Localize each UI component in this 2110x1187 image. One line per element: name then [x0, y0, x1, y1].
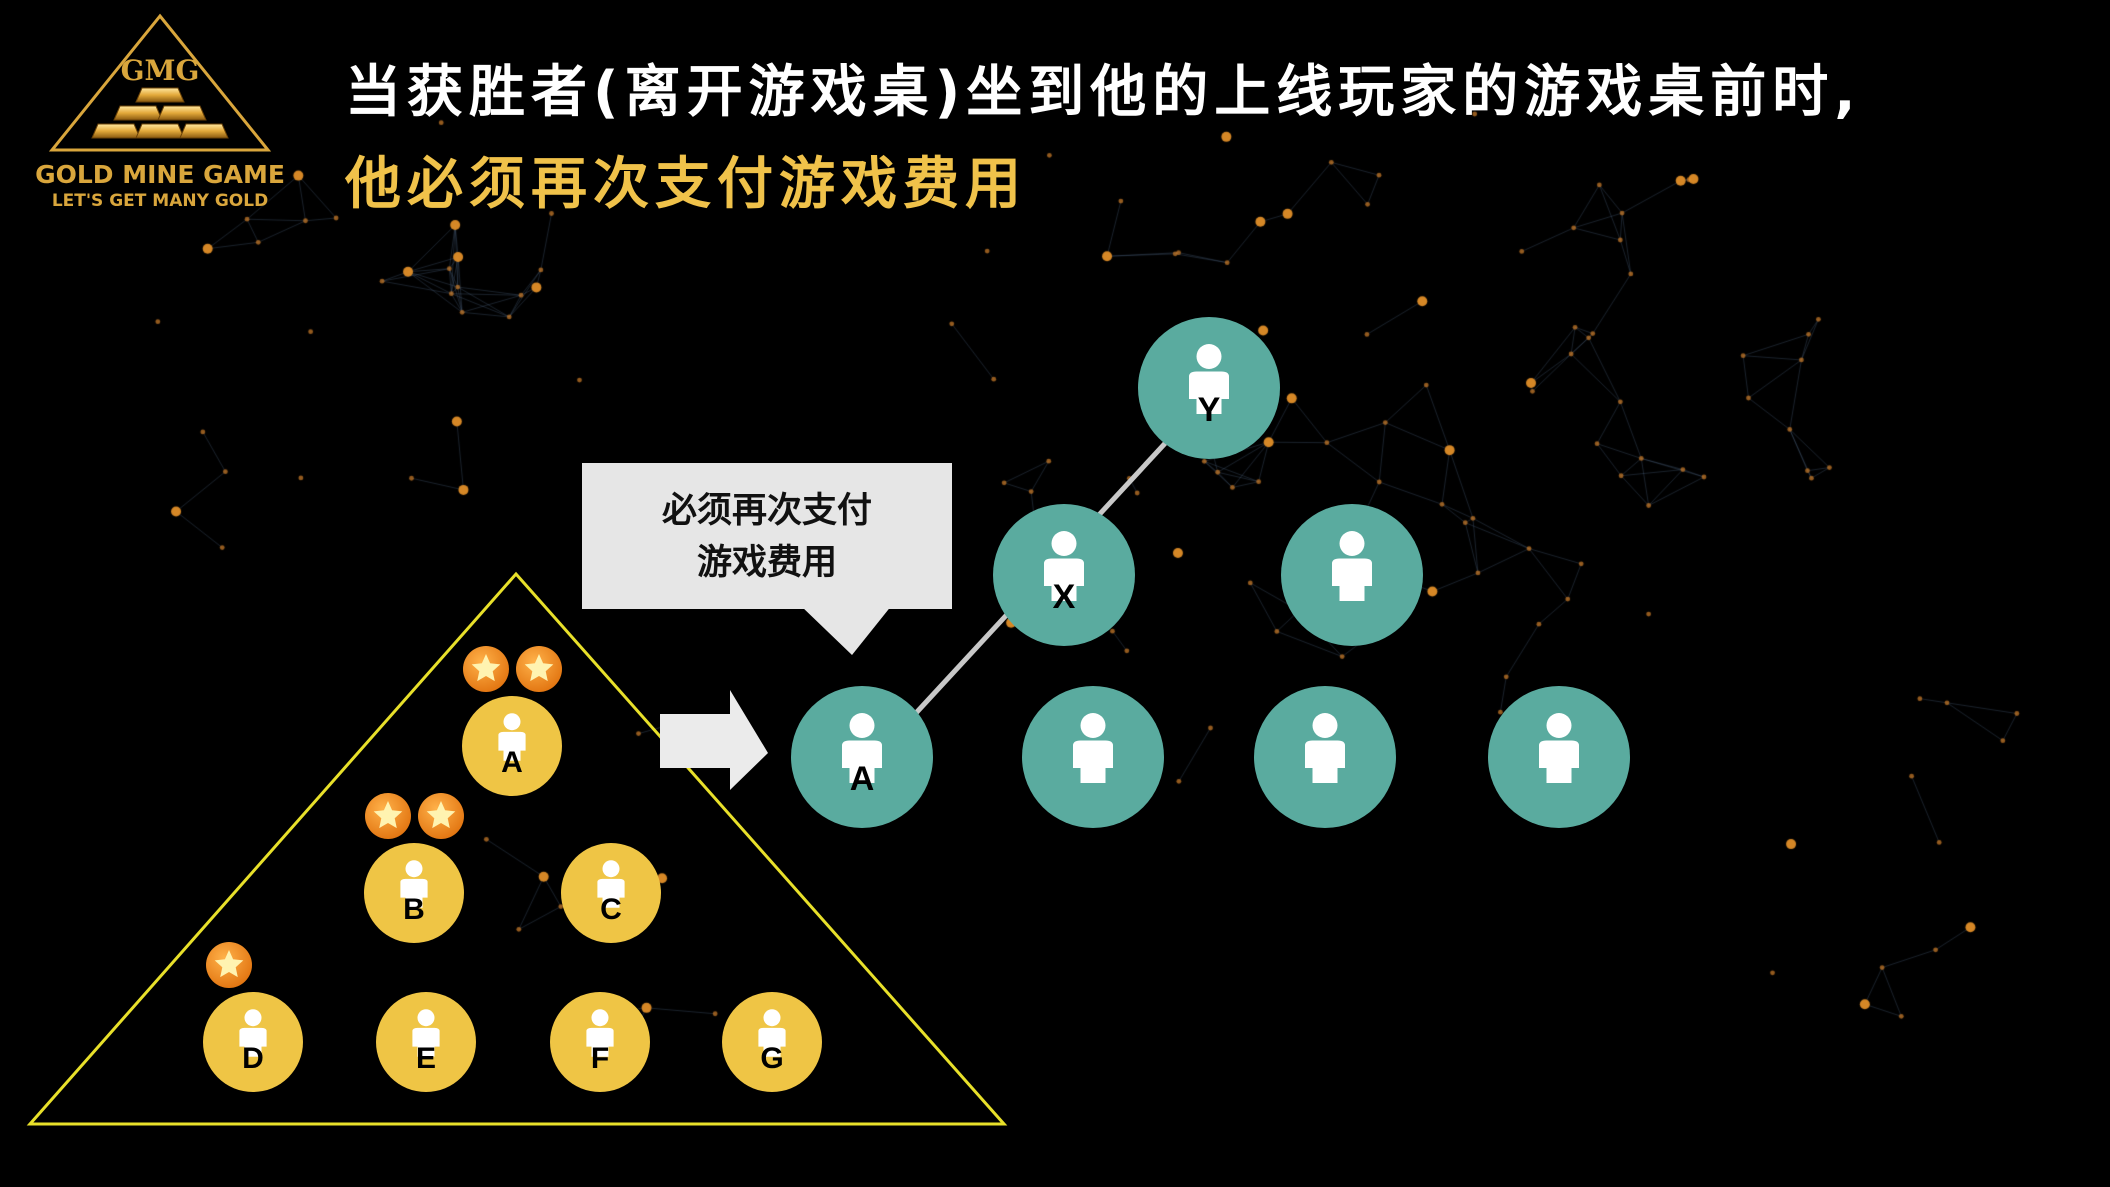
- pyramid-outline: [26, 571, 1008, 1126]
- callout-line-2: 游戏费用: [696, 543, 837, 583]
- network-node-blank-5: [1254, 686, 1396, 828]
- callout-line-1: 必须再次支付: [661, 491, 872, 531]
- node-label: A: [850, 760, 875, 798]
- pyramid-node-d: D: [203, 942, 303, 1092]
- pyramid-node-g: G: [722, 992, 822, 1092]
- svg-text:GMG: GMG: [121, 54, 200, 87]
- pyramid-gold-bars-icon: GMG: [48, 13, 272, 152]
- pyramid-node-b: B: [364, 793, 464, 943]
- network-node-blank-6: [1488, 686, 1630, 828]
- node-label: F: [591, 1042, 609, 1075]
- node-label: C: [600, 893, 622, 926]
- node-label: Y: [1198, 391, 1221, 429]
- network-node-blank-2: [1281, 504, 1423, 646]
- headline-line-1: 当获胜者(离开游戏桌)坐到他的上线玩家的游戏桌前时,: [345, 60, 1862, 125]
- pay-again-callout: 必须再次支付 游戏费用: [582, 463, 952, 609]
- node-label: B: [403, 893, 425, 926]
- pyramid-node-a: A: [462, 646, 562, 796]
- pyramid-node-f: F: [550, 992, 650, 1092]
- star-badge-icon: [206, 942, 252, 988]
- headline-line-2: 他必须再次支付游戏费用: [345, 152, 1027, 217]
- node-label: G: [760, 1042, 783, 1075]
- star-badge-icon: [365, 793, 411, 839]
- pyramid-node-c: C: [561, 843, 661, 943]
- pyramid-node-e: E: [376, 992, 476, 1092]
- star-badge-icon: [418, 793, 464, 839]
- move-arrow-icon: [660, 690, 768, 790]
- node-label: X: [1053, 578, 1076, 616]
- star-badge-icon: [516, 646, 562, 692]
- gmg-logo: GMG GOLD MINE GAME LET'S GET MANY GOLD: [20, 10, 300, 211]
- network-node-x: X: [993, 504, 1135, 646]
- star-badge-icon: [463, 646, 509, 692]
- node-label: D: [242, 1042, 264, 1075]
- node-label: A: [501, 746, 523, 779]
- network-node-blank-4: [1022, 686, 1164, 828]
- callout-pointer: [800, 605, 892, 655]
- network-node-a: A: [791, 686, 933, 828]
- logo-name: GOLD MINE GAME: [35, 160, 285, 189]
- logo-tagline: LET'S GET MANY GOLD: [51, 191, 269, 211]
- network-node-y: Y: [1138, 317, 1280, 459]
- node-label: E: [416, 1042, 436, 1075]
